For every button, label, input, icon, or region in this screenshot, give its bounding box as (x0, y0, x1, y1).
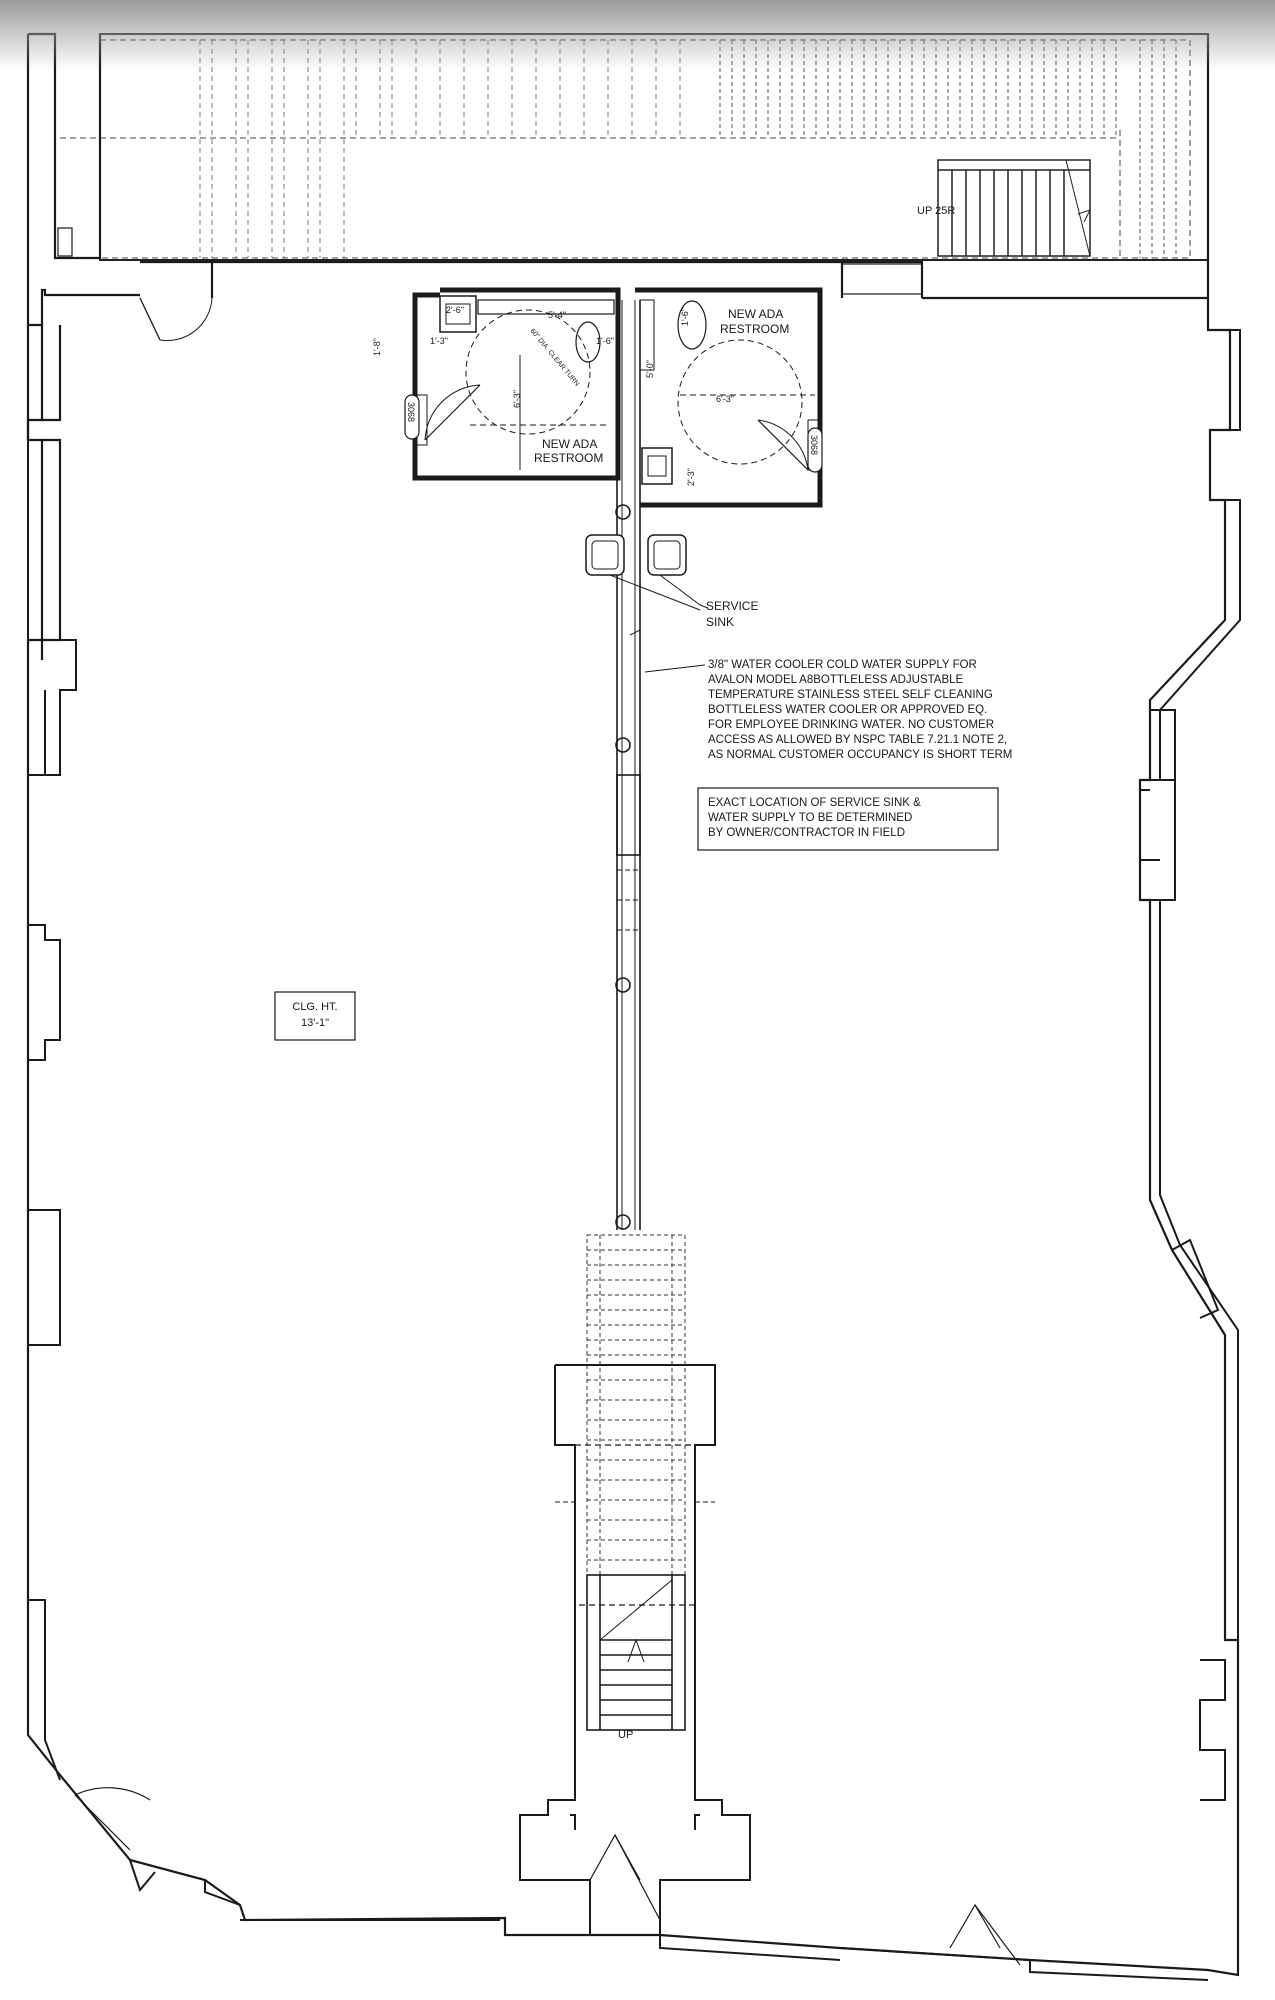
dimension-label: 1'-8" (372, 338, 382, 356)
svg-text:3068: 3068 (809, 435, 819, 455)
svg-text:3/8" WATER COOLER COLD WATER S: 3/8" WATER COOLER COLD WATER SUPPLY FOR (708, 659, 977, 671)
svg-text:BOTTLELESS WATER COOLER OR APP: BOTTLELESS WATER COOLER OR APPROVED EQ. (708, 704, 987, 716)
svg-text:FOR EMPLOYEE DRINKING WATER. N: FOR EMPLOYEE DRINKING WATER. NO CUSTOMER (708, 719, 994, 731)
restroom-left-label-1: NEW ADA (542, 437, 597, 451)
stair-up-25r-label: UP 25R (917, 205, 955, 217)
svg-text:WATER SUPPLY TO BE DETERMINED: WATER SUPPLY TO BE DETERMINED (708, 812, 912, 824)
restroom-right-label-1: NEW ADA (728, 307, 783, 321)
upper-right-stair (719, 40, 1177, 258)
dimension-label: 1'-6" (596, 336, 614, 346)
svg-text:BY OWNER/CONTRACTOR IN FIELD: BY OWNER/CONTRACTOR IN FIELD (708, 827, 905, 839)
dimension-label: 2'-3" (686, 468, 696, 486)
service-sink-label-1: SERVICE (706, 599, 758, 613)
upper-left-stair (199, 40, 681, 258)
svg-text:ACCESS AS ALLOWED BY NSPC TABL: ACCESS AS ALLOWED BY NSPC TABLE 7.21.1 N… (708, 734, 1007, 746)
right-wall (1139, 329, 1241, 1801)
dimension-label: 6'-3" (716, 394, 734, 404)
svg-text:EXACT LOCATION OF SERVICE SINK: EXACT LOCATION OF SERVICE SINK & (708, 797, 921, 809)
door-tag-right: 3068 (807, 427, 823, 473)
location-note: EXACT LOCATION OF SERVICE SINK & WATER S… (697, 787, 999, 851)
svg-text:TEMPERATURE STAINLESS STEEL SE: TEMPERATURE STAINLESS STEEL SELF CLEANIN… (708, 689, 993, 701)
misc-details (57, 227, 923, 295)
service-sink-label-2: SINK (706, 615, 734, 629)
svg-text:AS NORMAL CUSTOMER OCCUPANCY I: AS NORMAL CUSTOMER OCCUPANCY IS SHORT TE… (708, 749, 1012, 761)
door-tag-left: 3068 (404, 394, 420, 440)
dimension-labels: 2'-6" 5'-4" 1'-3" 1'-8" 1'-6" 6'-3" 1'-6… (372, 305, 734, 486)
building-outline (26, 32, 1240, 1977)
dimension-label: 6'-3" (512, 390, 522, 408)
svg-text:CLG. HT.: CLG. HT. (292, 1001, 337, 1013)
center-stair-lower (586, 1574, 686, 1731)
leader-lines (609, 574, 709, 673)
doors (74, 297, 1021, 1966)
bottom-wall (129, 1859, 1209, 1981)
restroom-left-label-2: RESTROOM (534, 451, 603, 465)
restroom-left (412, 287, 621, 481)
turning-circle-label: 60" DIA. CLEAR TURN (528, 328, 580, 388)
water-cooler-note: 3/8" WATER COOLER COLD WATER SUPPLY FOR … (708, 659, 1012, 761)
upper-stair (937, 159, 1091, 257)
dimension-label: 2'-6" (446, 305, 464, 315)
dimension-label: 1'-3" (430, 336, 448, 346)
svg-text:13'-1": 13'-1" (301, 1017, 329, 1029)
ceiling-height-tag: CLG. HT. 13'-1" (274, 991, 356, 1041)
dimension-label: 5'-4" (548, 310, 566, 320)
svg-text:AVALON MODEL A8BOTTLELESS ADJU: AVALON MODEL A8BOTTLELESS ADJUSTABLE (708, 674, 964, 686)
service-sink (585, 534, 687, 576)
entry-vestibule (519, 1364, 751, 1935)
center-stair-dashed (586, 1234, 686, 1576)
stair-up-label: UP (618, 1729, 633, 1741)
dimension-label: 5'-0" (645, 360, 655, 378)
restroom-right-label-2: RESTROOM (720, 322, 789, 336)
left-wall (27, 440, 77, 1781)
svg-text:3068: 3068 (406, 402, 416, 422)
restroom-right (635, 287, 823, 508)
dimension-label: 1'-6" (680, 308, 690, 326)
